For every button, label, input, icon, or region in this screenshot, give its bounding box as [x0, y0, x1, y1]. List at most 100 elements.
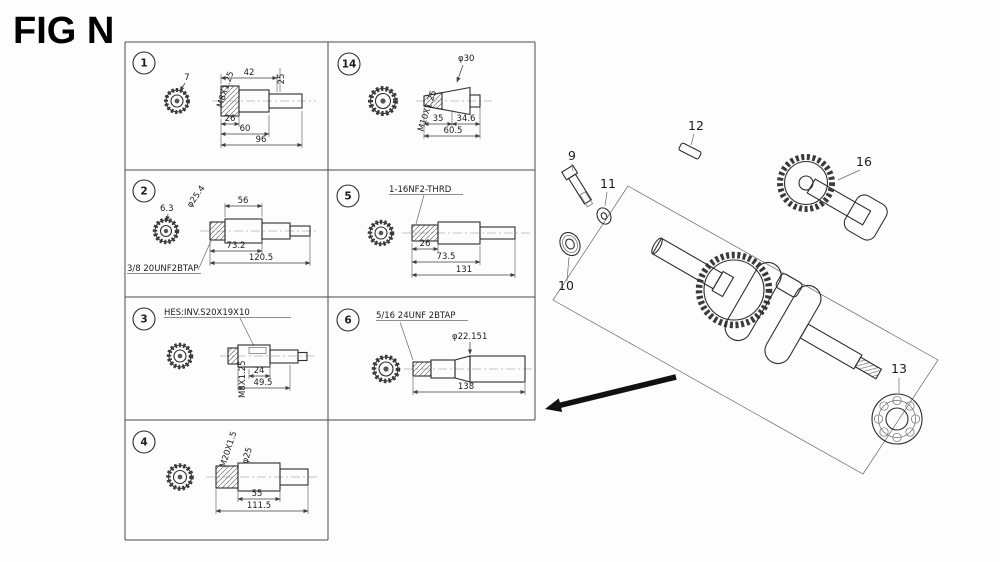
balancer-shaft — [777, 154, 888, 241]
p3-dim-thread: M8X1.25 — [238, 361, 248, 399]
p6-callout[interactable]: 6 — [344, 315, 351, 327]
callout-balloon-3[interactable]: 3 — [132, 307, 156, 331]
p2-callout[interactable]: 2 — [140, 186, 147, 198]
p2-dim-len-top: 56 — [238, 196, 249, 206]
callout-balloon-4[interactable]: 4 — [132, 430, 156, 454]
washer-large — [559, 231, 581, 257]
p3-dim-total: 49.5 — [254, 378, 273, 388]
p6-dimensions: 138 — [412, 377, 526, 395]
p1-dim-len-top: 42 — [244, 68, 255, 78]
p4-callout[interactable]: 4 — [140, 437, 147, 449]
assembly-bounding-parallelogram — [552, 185, 939, 475]
p4-shaft-end-view — [166, 463, 194, 491]
p14-dim-thread: M10X1.25 — [416, 89, 439, 133]
crankshaft-assembly: 9 11 10 12 13 16 — [545, 118, 939, 475]
p14-dia-leader — [456, 64, 464, 83]
panel-grid-borders — [124, 41, 536, 541]
part-label-washer-outer[interactable]: 10 — [558, 278, 574, 293]
p2-dim-len-a: 73.2 — [227, 241, 246, 251]
p5-dim-thread: 1-16NF2-THRD — [389, 185, 452, 195]
p1-dim-total: 96 — [256, 135, 267, 145]
p1-dimensions: 42 25 26 60 96 — [220, 68, 303, 148]
p5-callout[interactable]: 5 — [344, 191, 351, 203]
panel-variant-3: 3 HES:INV.S20X19X10 M8X1.25 24 49.5 — [132, 307, 314, 399]
p1-pilot-leader — [179, 82, 186, 92]
p1-dim-len-a: 26 — [225, 114, 236, 124]
p3-shaft-profile — [220, 344, 314, 368]
p5-shaft-end-view — [367, 219, 395, 247]
p14-dim-len-a: 35 — [433, 114, 444, 124]
part-leader-washer-outer — [566, 256, 570, 282]
part-label-balancer[interactable]: 16 — [856, 154, 872, 169]
p14-shaft-end-view — [368, 86, 398, 116]
p1-callout[interactable]: 1 — [140, 58, 147, 70]
p5-dim-total: 131 — [456, 265, 472, 275]
p5-dim-len-b: 73.5 — [437, 252, 456, 262]
p3-dim-len-a: 24 — [254, 366, 265, 376]
part-label-bearing[interactable]: 13 — [891, 361, 907, 376]
p4-shaft-profile — [206, 462, 318, 492]
crankshaft-timing-gear — [695, 251, 773, 329]
p14-dim-len-b: 34.6 — [457, 114, 476, 124]
callout-balloon-14[interactable]: 14 — [337, 52, 361, 76]
callout-balloon-5[interactable]: 5 — [336, 184, 360, 208]
p2-shaft-profile — [200, 218, 316, 244]
p5-dimensions: 26 73.5 131 — [411, 239, 516, 278]
p3-key-leader — [164, 317, 291, 347]
p2-dim-tap: 3/8 20UNF2BTAP — [127, 264, 198, 274]
panel-variant-1: 1 7 M8X1.25 42 25 26 60 96 — [132, 51, 316, 148]
p4-dim-len-a: 55 — [252, 489, 263, 499]
woodruff-key — [678, 142, 702, 160]
panel-variant-4: 4 M20X1.5 φ25 55 111.5 — [132, 430, 318, 514]
callout-balloon-2[interactable]: 2 — [132, 179, 156, 203]
part-leader-bolt — [571, 163, 574, 172]
p4-dim-thread: M20X1.5 — [218, 430, 239, 469]
p6-dim-tap: 5/16 24UNF 2BTAP — [376, 311, 456, 321]
p2-dim-total: 120.5 — [249, 253, 273, 263]
p4-dim-total: 111.5 — [247, 501, 271, 511]
p6-dim-total: 138 — [458, 382, 474, 392]
p2-dim-dia: φ25.4 — [185, 184, 207, 210]
part-leader-washer-inner — [604, 191, 608, 207]
p3-dimensions: 24 49.5 — [237, 365, 291, 391]
p2-dimensions: 56 73.2 120.5 — [209, 196, 311, 266]
callout-balloon-1[interactable]: 1 — [132, 51, 156, 75]
part-label-bolt[interactable]: 9 — [568, 148, 576, 163]
p3-dim-key-spec: HES:INV.S20X19X10 — [164, 308, 250, 318]
part-label-washer-inner[interactable]: 11 — [600, 176, 616, 191]
p6-dim-dia: φ22.151 — [452, 332, 487, 342]
p3-callout[interactable]: 3 — [140, 314, 147, 326]
variant-pointer-arrow — [545, 374, 677, 412]
p3-shaft-end-view — [166, 342, 194, 370]
p1-shaft-profile — [212, 85, 316, 117]
callout-balloon-6[interactable]: 6 — [336, 308, 360, 332]
p2-dim-pilot: 6.3 — [160, 204, 174, 214]
figure-title: FIG N — [13, 10, 114, 52]
p6-shaft-profile — [404, 355, 536, 383]
p4-dimensions: 55 111.5 — [215, 486, 309, 514]
p14-dim-total: 60.5 — [444, 126, 463, 136]
p14-callout[interactable]: 14 — [342, 59, 357, 71]
p5-dim-len-a: 26 — [420, 239, 431, 249]
panel-variant-6: 6 5/16 24UNF 2BTAP φ22.151 138 — [336, 308, 536, 395]
part-leader-key — [690, 133, 695, 146]
p14-dimensions: 35 34.6 60.5 — [423, 107, 481, 139]
panel-variant-14: 14 φ30 M10X1.25 35 34.6 60.5 — [337, 52, 492, 139]
p1-dim-len-b: 60 — [240, 124, 251, 134]
panel-variant-5: 5 1-16NF2-THRD 26 73.5 131 — [336, 184, 532, 278]
p4-dim-dia: φ25 — [240, 446, 255, 465]
p1-shaft-end-view — [164, 88, 190, 114]
crankshaft-body — [651, 237, 883, 380]
part-leader-balancer — [837, 169, 861, 181]
bolt — [561, 164, 594, 208]
p1-dim-dia: 25 — [277, 74, 287, 85]
p1-dim-pilot: 7 — [184, 73, 189, 83]
p2-shaft-end-view — [152, 217, 180, 245]
panel-variant-2: 2 6.3 φ25.4 56 73.2 120.5 3/8 20UNF2BTA — [127, 179, 316, 274]
p5-thread-leader — [389, 194, 463, 225]
p5-shaft-profile — [402, 221, 532, 245]
ball-bearing — [871, 393, 923, 445]
part-label-key[interactable]: 12 — [688, 118, 704, 133]
washer-small — [596, 207, 612, 225]
